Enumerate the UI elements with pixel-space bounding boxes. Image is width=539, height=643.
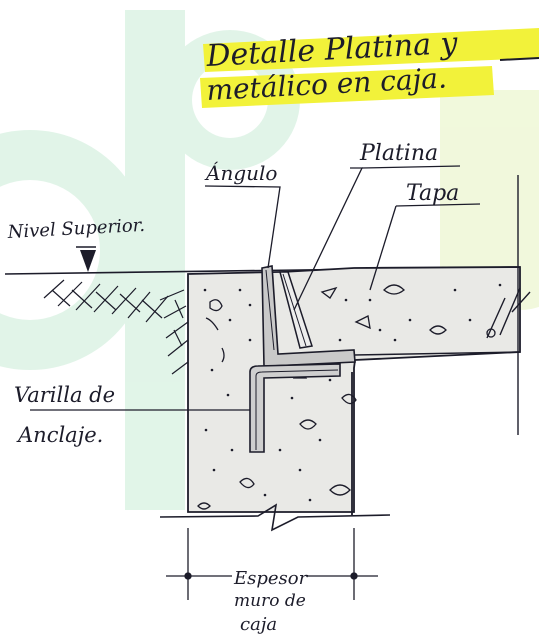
anchor-rod: [249, 363, 341, 453]
label-platina: Platina: [359, 141, 438, 166]
aggregate-texture: [197, 284, 496, 510]
label-tapa: Tapa: [406, 181, 459, 206]
label-varilla-line-1: Varilla de: [14, 383, 115, 407]
title-highlight: [203, 28, 539, 72]
label-varilla-line-2: Anclaje.: [16, 423, 103, 447]
level-triangle-icon: [80, 250, 96, 272]
label-espesor-line-1: Espesor: [233, 568, 309, 589]
label-espesor-line-3: caja: [240, 614, 277, 635]
label-angulo: Ángulo: [204, 161, 277, 185]
ground-hatch: [43, 279, 189, 375]
leader-lines: [30, 165, 481, 411]
label-espesor-line-2: muro de: [234, 591, 306, 611]
thickness-dimension: [166, 528, 378, 600]
aggregate-dots: [203, 283, 502, 502]
level-marker: [76, 246, 96, 272]
title-highlight-2: [200, 66, 494, 108]
